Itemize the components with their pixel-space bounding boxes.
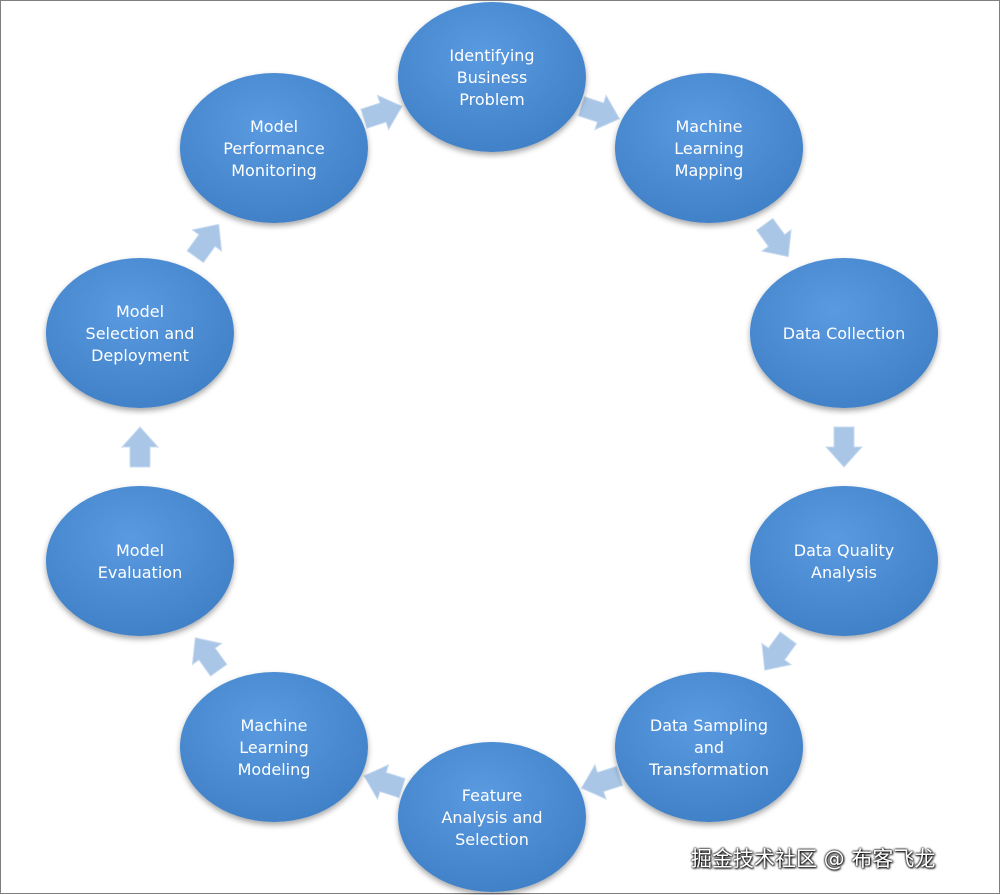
node-ellipse <box>750 486 938 636</box>
node-ellipse <box>46 486 234 636</box>
flow-arrow <box>363 763 406 801</box>
node-label-line: Data Quality <box>794 541 894 560</box>
node-ellipse <box>750 258 938 408</box>
flow-arrow <box>186 223 223 264</box>
node-label-line: Business <box>457 68 528 87</box>
flow-arrow <box>761 631 798 671</box>
flow-arrow <box>755 217 792 258</box>
watermark: 掘金技术社区 @ 布客飞龙 <box>691 847 936 871</box>
node-label-line: Model <box>116 541 164 560</box>
arrows-layer <box>120 94 864 801</box>
node-label-line: Machine <box>676 117 743 136</box>
node-label-line: Learning <box>239 738 308 757</box>
node-ellipse <box>615 73 803 223</box>
flow-arrow <box>577 94 621 131</box>
node-label-line: Data Sampling <box>650 716 768 735</box>
node-label-line: Analysis <box>811 563 877 582</box>
node-ellipse <box>180 73 368 223</box>
node-label-line: Problem <box>459 90 524 109</box>
node-ellipse <box>180 672 368 822</box>
node-label-line: and <box>694 738 724 757</box>
node-label-line: Monitoring <box>231 161 317 180</box>
node-label-line: Evaluation <box>98 563 182 582</box>
node-label-line: Transformation <box>648 760 769 779</box>
node-label-line: Feature <box>462 786 522 805</box>
node-ellipse <box>46 258 234 408</box>
nodes-layer: IdentifyingBusinessProblemMachineLearnin… <box>46 2 938 892</box>
node-label-line: Model <box>116 302 164 321</box>
node-label-line: Selection <box>455 830 529 849</box>
node-label-line: Identifying <box>449 46 534 65</box>
node-ellipse <box>398 2 586 152</box>
node-label-line: Analysis and <box>441 808 542 827</box>
node-label-line: Model <box>250 117 298 136</box>
flow-arrow <box>580 763 624 801</box>
flow-arrow <box>120 426 160 468</box>
flow-arrow <box>360 94 403 131</box>
node-label-line: Mapping <box>675 161 744 180</box>
node-ellipse <box>398 742 586 892</box>
node-label-line: Selection and <box>86 324 195 343</box>
flow-arrow <box>191 637 228 677</box>
node-label-line: Data Collection <box>783 324 905 343</box>
flow-arrow <box>824 426 864 468</box>
node-label-line: Machine <box>241 716 308 735</box>
node-ellipse <box>615 672 803 822</box>
node-label-line: Modeling <box>238 760 311 779</box>
node-data-collection: Data Collection <box>750 258 938 408</box>
node-label-line: Learning <box>674 139 743 158</box>
node-label-line: Performance <box>223 139 324 158</box>
node-label-line: Deployment <box>91 346 189 365</box>
